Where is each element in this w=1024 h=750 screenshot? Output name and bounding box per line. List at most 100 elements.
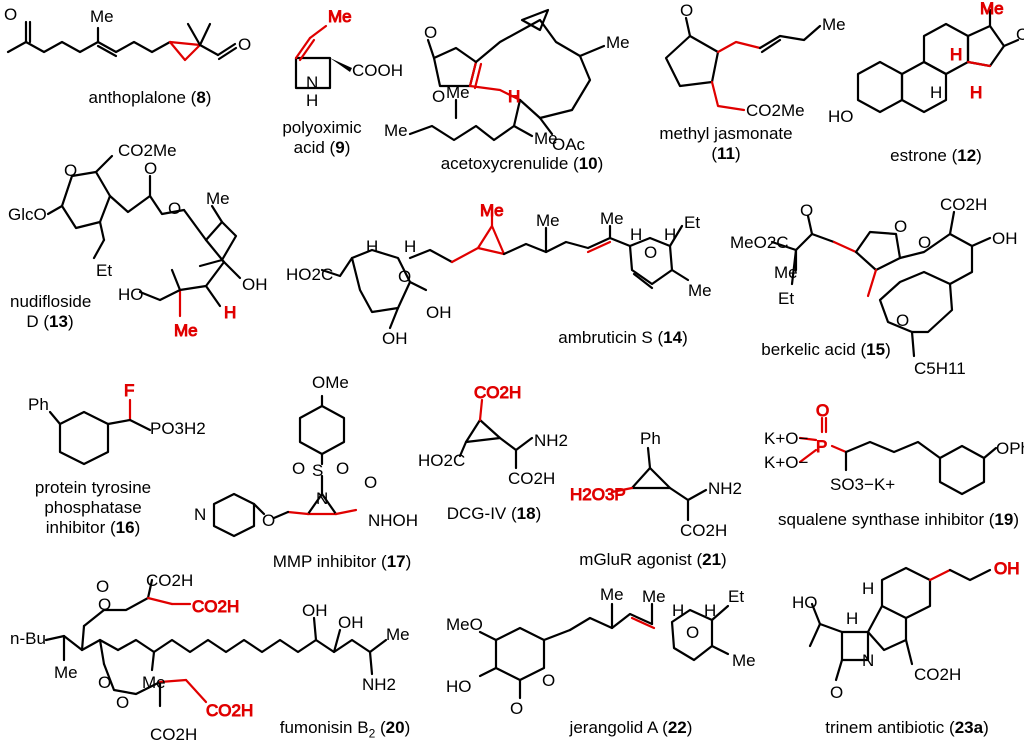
caption-squalene-synthase-inhibitor: squalene synthase inhibitor (19) <box>778 510 1020 529</box>
atom-f: F <box>124 381 134 400</box>
caption-dcg-iv: DCG-IV (18) <box>446 504 542 523</box>
atom-k-o: K+O− <box>764 429 808 448</box>
atom-hn: H <box>306 91 318 110</box>
atom-nbu: n-Bu <box>10 629 46 648</box>
atom-co2h: CO2H <box>150 725 197 744</box>
atom-o: O <box>644 243 657 262</box>
atom-p: P <box>816 437 827 456</box>
atom-o: O <box>686 623 699 642</box>
atom-co2h: CO2H <box>914 665 961 684</box>
atom-et: Et <box>728 587 744 606</box>
atom-h: H <box>846 609 858 628</box>
atom-me: Me <box>386 625 410 644</box>
atom-nh2: NH2 <box>362 675 396 694</box>
atom-ho: HO <box>828 107 854 126</box>
structure-ptp-inhibitor: Ph F PO3H2 <box>28 381 206 466</box>
atom-me: Me <box>90 7 114 26</box>
structure-fumonisin-b2: O O CO2H CO2H n-Bu Me Me O O CO2H CO2H O… <box>10 571 410 744</box>
atom-n: N <box>306 73 318 92</box>
caption-acetoxycrenulide: acetoxycrenulide (10) <box>440 154 604 173</box>
atom-ph: Ph <box>28 395 49 414</box>
structure-jerangolid-a: MeO HO O O Me Me H O H Et Me <box>446 585 756 718</box>
atom-oh: OH <box>994 559 1020 578</box>
atom-co2h: CO2H <box>206 701 253 720</box>
atom-h: H <box>664 225 676 244</box>
atom-h: H <box>862 579 874 598</box>
atom-me: Me <box>642 587 666 606</box>
atom-nhoh: NHOH <box>368 511 418 530</box>
atom-k-o: K+O− <box>764 453 808 472</box>
atom-oh: OH <box>242 275 268 294</box>
atom-me: Me <box>328 7 352 26</box>
atom-oph: OPh <box>996 439 1024 458</box>
atom-h: H <box>672 601 684 620</box>
atom-ho2c: HO2C <box>418 451 465 470</box>
atom-o: O <box>96 577 109 596</box>
atom-ph: Ph <box>640 429 661 448</box>
atom-me: Me <box>54 663 78 682</box>
atom-o: O <box>894 217 907 236</box>
atom-o: O <box>238 35 251 54</box>
structure-ambruticin-s: HO2C H H O OH OH Me Me Me H O H Et Me <box>286 201 712 349</box>
atom-me: Me <box>980 0 1004 18</box>
atom-o: O <box>64 161 77 180</box>
atom-co2h: CO2H <box>680 521 727 540</box>
atom-h2o3p: H2O3P <box>570 485 626 504</box>
caption-berkelic-acid: berkelic acid (15) <box>761 340 891 359</box>
atom-ho: HO <box>118 285 144 304</box>
atom-co2h: CO2H <box>192 597 239 616</box>
atom-me: Me <box>206 189 230 208</box>
atom-o: O <box>336 459 349 478</box>
atom-ho: HO <box>446 677 472 696</box>
atom-oh: OH <box>382 329 408 348</box>
structure-berkelic-acid: MeO2C O Me Et O O CO2H OH O C5H11 <box>730 195 1018 378</box>
atom-oac: OAc <box>552 135 586 154</box>
atom-ho2c: HO2C <box>286 265 333 284</box>
atom-o: O <box>816 401 829 420</box>
atom-o: O <box>98 595 111 614</box>
atom-meo2c: MeO2C <box>730 233 789 252</box>
atom-nh2: NH2 <box>708 479 742 498</box>
atom-co2h: CO2H <box>474 383 521 402</box>
atom-me: Me <box>174 321 198 340</box>
atom-me: Me <box>536 211 560 230</box>
caption-anthoplalone: anthoplalone (8) <box>88 88 212 107</box>
atom-cooh: COOH <box>352 61 403 80</box>
structure-mglur-agonist: Ph H2O3P NH2 CO2H <box>570 429 743 540</box>
atom-o: O <box>292 459 305 478</box>
structure-dcg-iv: CO2H HO2C NH2 CO2H <box>418 383 568 489</box>
atom-me: Me <box>600 585 624 604</box>
atom-et: Et <box>684 213 700 232</box>
structure-estrone: Me O H H H HO <box>828 0 1024 126</box>
atom-c5h11: C5H11 <box>914 359 966 378</box>
atom-o: O <box>168 199 181 218</box>
structure-methyl-jasmonate: O Me CO2Me <box>664 1 846 120</box>
caption-methyl-jasmonate: methyl jasmonate(11) <box>659 124 793 163</box>
atom-glco: GlcO <box>8 205 47 224</box>
atom-n: N <box>316 489 328 508</box>
atom-me: Me <box>480 201 504 220</box>
atom-me: Me <box>688 281 712 300</box>
atom-co2h: CO2H <box>146 571 193 590</box>
atom-h: H <box>366 237 378 256</box>
caption-mmp-inhibitor: MMP inhibitor (17) <box>272 552 412 571</box>
atom-h: H <box>224 303 236 322</box>
caption-mglur-agonist: mGluR agonist (21) <box>579 550 727 569</box>
caption-jerangolid-a: jerangolid A (22) <box>569 718 693 737</box>
structure-anthoplalone: O Me O <box>4 5 251 62</box>
caption-ambruticin-s: ambruticin S (14) <box>558 328 688 347</box>
atom-o: O <box>680 1 693 20</box>
atom-meo: MeO <box>446 615 483 634</box>
atom-oh: OH <box>426 303 452 322</box>
structure-mmp-inhibitor: OMe S O O N N O O NHOH <box>194 373 418 538</box>
atom-o: O <box>398 267 411 286</box>
atom-oh: OH <box>992 229 1018 248</box>
atom-o: O <box>262 511 275 530</box>
structure-acetoxycrenulide: O O H Me OAc Me Me Me <box>384 8 630 154</box>
atom-o: O <box>364 473 377 492</box>
atom-h: H <box>630 225 642 244</box>
